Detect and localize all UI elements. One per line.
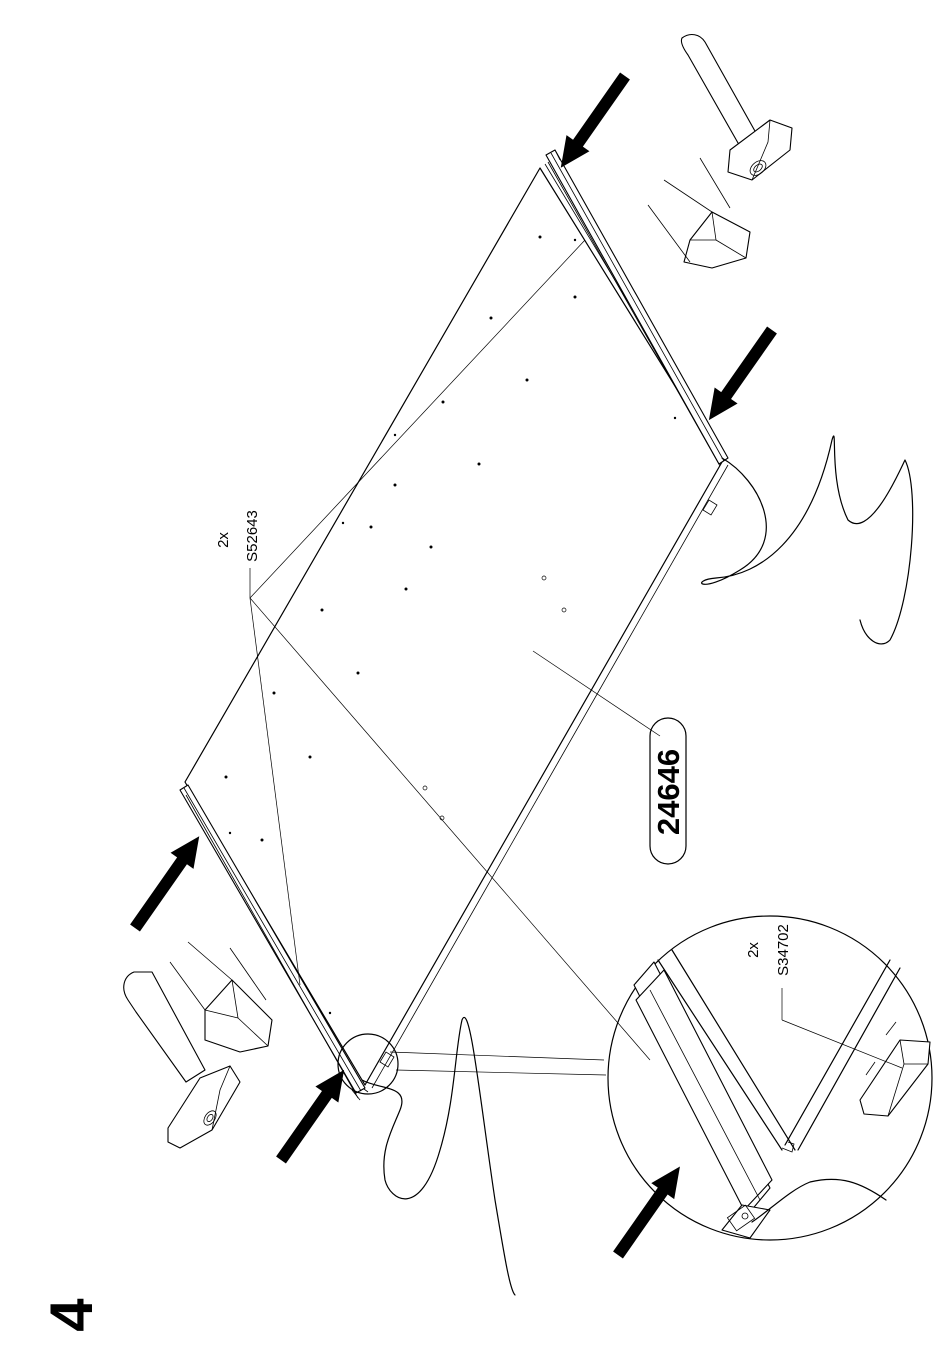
panel-label: 24646 [533,651,686,864]
fitting-code: S52643 [244,510,261,562]
arrow-icon-bottom-lower [270,1062,356,1168]
fitting-quantity: 2x [745,942,762,958]
wire-top [702,436,913,644]
callout-s52643: 2x S52643 [215,240,650,1060]
detail-wire [752,1179,886,1222]
nail-icon [860,1022,930,1116]
arrow-icon-top-lower [697,322,783,428]
arrow-icon-detail [607,1159,692,1264]
hammer-icon-top [681,35,792,180]
wire-bottom [362,1017,515,1295]
arrow-icon-bottom-upper [124,828,211,936]
fitting-code: S34702 [775,924,792,976]
step-number: 4 [38,1298,105,1332]
fitting-quantity: 2x [215,532,232,548]
rail-top [546,150,728,466]
panel-part-number: 24646 [651,749,686,835]
magnifier-circle [338,916,932,1240]
arrow-icon-top-upper [549,68,636,176]
callout-s34702: 2x S34702 [745,924,902,1068]
panel-board [185,164,728,1092]
rail-bottom [180,785,365,1100]
hole-dots [225,236,677,1015]
